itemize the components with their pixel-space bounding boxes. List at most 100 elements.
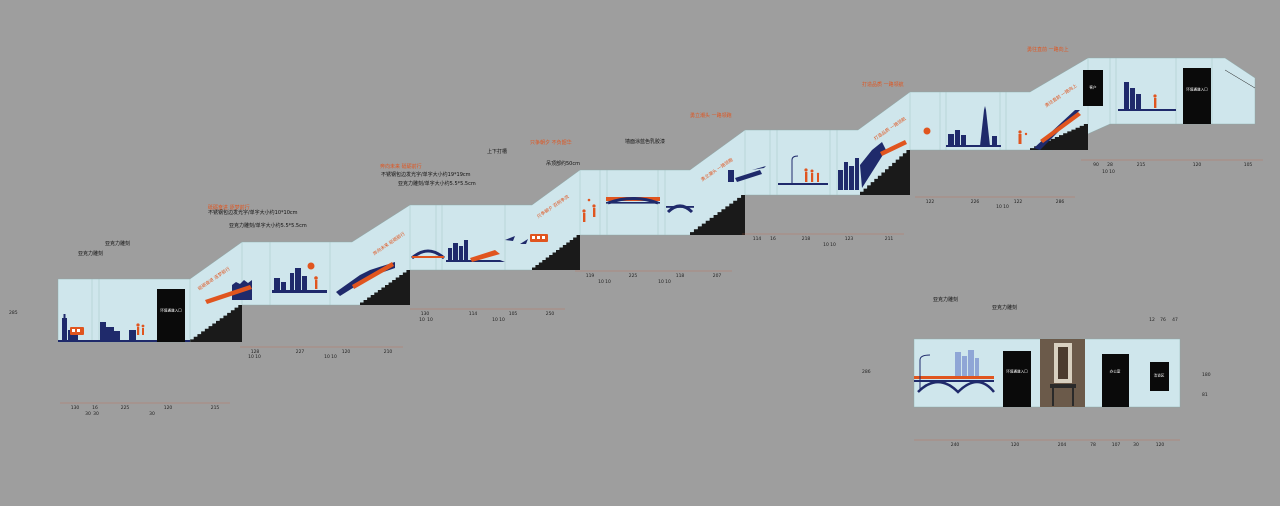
dimension-value: 210 [383,350,393,355]
label-slogan-a: 砥砺奋进 逐梦前行 [208,205,250,211]
label-acrylic-spec-2: 亚克力雕刻/单字大小约5.5*5.5cm [398,181,476,187]
orange-train-1 [205,285,252,304]
dimension-value: 226 [970,200,980,205]
label-slogan-f: 勇往直前 一路向上 [1027,47,1069,53]
city-skyline-5 [728,170,762,182]
dimension-value: 119 [585,274,595,279]
dimension-value: 16 [92,406,98,411]
bullet-train-1 [470,250,500,262]
label-acrylic-1: 亚克力雕刻 [105,241,131,247]
dimension-value-small: 10 [331,355,337,360]
dimension-value-small: 10 [492,318,498,323]
door-label-entrance-2: 环境通道入口 [1186,87,1208,92]
lobby-door-office [1102,354,1129,407]
door-label-entrance-1: 环境通道入口 [160,308,182,313]
dimension-value-small: 10 [665,280,671,285]
elevation-dimension-value: 240 [950,443,960,448]
label-acrylic-spec-1: 亚克力雕刻/单字大小约5.5*5.5cm [229,223,307,229]
dimension-value: 122 [1013,200,1023,205]
dimension-value: 225 [628,274,638,279]
door-entrance-1 [157,289,185,342]
dimension-value: 120 [341,350,351,355]
dimension-value: 123 [844,237,854,242]
dimension-value: 218 [801,237,811,242]
elevation-dimension-value: 30 [1133,443,1139,448]
dimension-value-small: 10 [605,280,611,285]
dimension-value-small: 10 [823,243,829,248]
dimension-value: 211 [884,237,894,242]
stair-flight [860,150,910,195]
dimension-value-small: 10 [1109,170,1115,175]
label-stainless-spec-2: 不锈钢包边发光字/单字大小约19*19cm [381,172,471,178]
pin-marker-2 [923,127,931,135]
ground-line-5 [778,183,828,185]
stair-flight [360,270,410,305]
city-skyline-2 [232,268,327,300]
bird-shapes-1 [505,236,528,244]
runner-icon [314,276,318,289]
dimension-value-small: 10 [324,355,330,360]
streetlight [791,155,799,184]
basketball-players [582,198,596,222]
dimension-value-small: 30 [85,412,91,417]
elevation-dimension-value: 107 [1111,443,1121,448]
label-wall-paint: 墙面涂蓝色乳胶漆 [625,139,666,145]
dimension-value: 130 [420,312,430,317]
dimension-value: 130 [70,406,80,411]
door-label-client: 客户 [1089,85,1097,90]
lobby-door-tea [1150,362,1169,391]
lobby-door-entrance [1003,351,1031,407]
people-icon [136,323,145,335]
dimension-value-small: 10 [830,243,836,248]
elevation-top-dimension: 12 [1149,318,1155,323]
height-elev-2: 180 [1202,373,1211,378]
dimension-value-small: 10 [996,205,1002,210]
main-wall-elevation [57,57,1256,343]
label-acrylic-3: 亚克力雕刻 [933,297,959,303]
height-elev-1: 286 [862,370,871,375]
dimension-value-small: 30 [93,412,99,417]
label-ceiling-note: 吊顶部约50cm [546,161,580,167]
dimension-value: 114 [752,237,762,242]
city-skyline-7 [946,106,1001,147]
dimension-value: 286 [1055,200,1065,205]
city-skyline-8 [1118,82,1176,111]
slope-line [1224,69,1256,89]
elevation-top-dimension: 47 [1172,318,1178,323]
dimension-value-small: 10 [427,318,433,323]
lobby-streetlight [919,354,931,390]
dimension-value-small: 30 [149,412,155,417]
stair-flight [532,235,580,270]
dimension-value: 120 [1192,163,1202,168]
bridge-train [606,197,660,205]
dimension-value: 28 [1107,163,1113,168]
label-slogan-d: 勇立潮头 一路领跑 [690,113,732,119]
label-slogan-c: 只争朝夕 不负韶华 [530,140,572,146]
label-slogan-b: 奔向未来 砥砺前行 [380,164,422,170]
dimension-lines [60,159,1263,441]
dimension-value: 16 [770,237,776,242]
dimension-value: 227 [295,350,305,355]
dimension-value: 250 [545,312,555,317]
dimension-value: 105 [508,312,518,317]
airplane-icon [752,166,766,170]
lobby-bridge [914,376,995,394]
elevation-dimension-value: 78 [1090,443,1096,448]
elevation-dimension-value: 120 [1010,443,1020,448]
bullet-train-2 [880,140,907,156]
lobby-skyline [955,350,979,378]
elevation-dimension-value: 120 [1155,443,1165,448]
door-entrance-2 [1183,68,1211,124]
walker-icon [1153,94,1157,108]
door-label-tea: 洽谈区 [1153,373,1165,378]
dimension-value: 128 [250,350,260,355]
dimension-value: 114 [468,312,478,317]
lobby-photo-panel [1040,339,1085,407]
bus-icon [70,327,84,335]
lobby-elevation [913,338,1181,408]
stair-steps [190,124,1088,342]
dimension-value: 105 [1243,163,1253,168]
label-slogan-e: 打造品质 一路领航 [862,82,904,88]
dimension-value: 122 [925,200,935,205]
